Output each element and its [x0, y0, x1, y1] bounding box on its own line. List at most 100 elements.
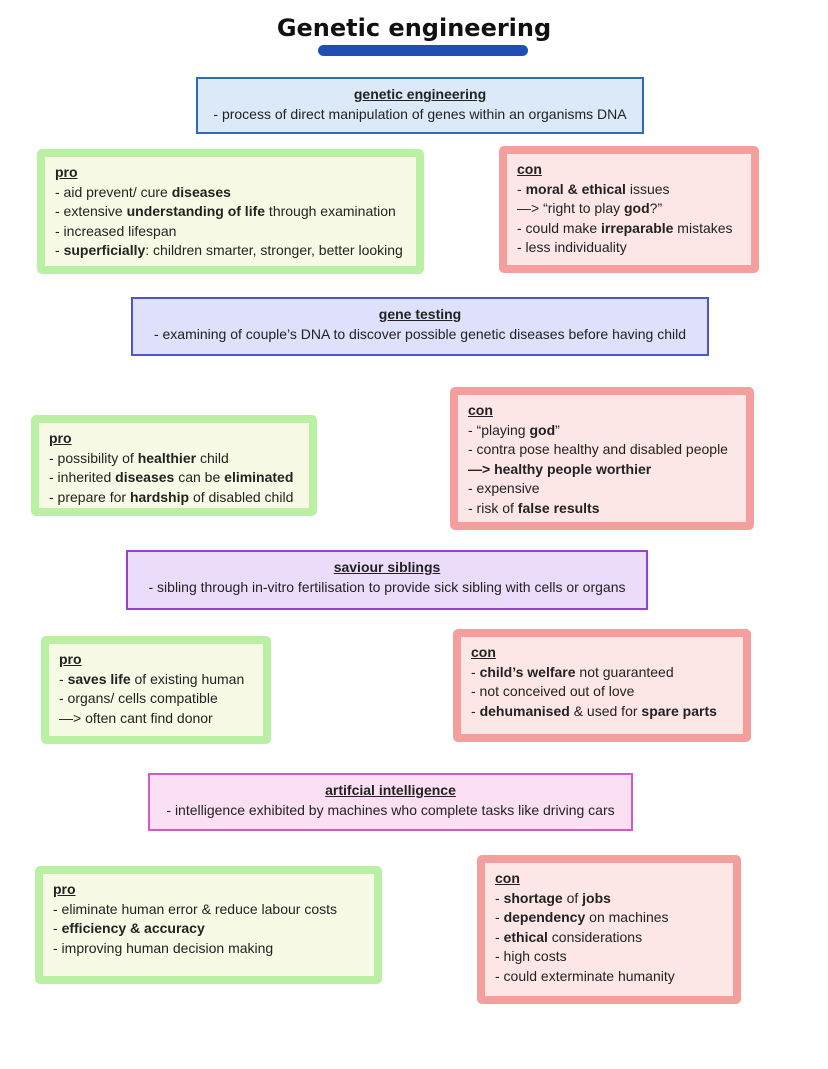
pro-heading: pro	[55, 164, 78, 180]
con-item-text: of	[562, 889, 583, 906]
definition-text: - intelligence exhibited by machines who…	[166, 801, 615, 818]
con-item-text: dependency	[503, 909, 586, 925]
con-item-text: moral & ethical	[525, 180, 626, 197]
pro-heading: pro	[59, 651, 82, 667]
pro-item-text: - possibility of	[49, 449, 138, 466]
con-item-text: - high costs	[495, 948, 567, 964]
pro-item-text: of disabled child	[189, 488, 294, 505]
pro-item-text: healthier	[137, 449, 197, 466]
con-item-text: irreparable	[601, 219, 674, 236]
con-item: - moral & ethical issues	[517, 180, 741, 200]
pro-item-text: —> often cant find donor	[59, 709, 213, 726]
page-title: Genetic engineering	[276, 14, 552, 42]
pro-item-text: can be	[174, 469, 225, 485]
definition-text: - process of direct manipulation of gene…	[213, 105, 627, 122]
con-item: - dependency on machines	[495, 908, 723, 928]
con-list: - shortage of jobs- dependency on machin…	[495, 889, 723, 987]
pro-box-genetic-engineering: pro - aid prevent/ cure diseases- extens…	[37, 149, 424, 274]
con-item-text: - less individuality	[517, 239, 627, 255]
con-item: - high costs	[495, 947, 723, 967]
con-item-text: —> “right to play	[517, 200, 624, 216]
con-item-text: ?”	[649, 200, 663, 216]
con-item-text: spare parts	[641, 702, 717, 719]
con-item-text: - expensive	[468, 480, 540, 496]
pro-item-text: - eliminate human error & reduce labour …	[53, 900, 338, 917]
con-item-text: - “playing	[468, 421, 530, 438]
definition-box-artificial-intelligence: artifcial intelligence - intelligence ex…	[148, 773, 633, 831]
pro-item: - eliminate human error & reduce labour …	[53, 900, 364, 920]
con-list: - child’s welfare not guaranteed - not co…	[471, 663, 733, 722]
con-item-text: jobs	[582, 889, 611, 906]
pro-item: - organs/ cells compatible	[59, 689, 253, 709]
con-item-text: -	[471, 663, 480, 680]
pro-list: - possibility of healthier child- inheri…	[49, 449, 299, 508]
con-item-text: & used for	[569, 702, 642, 719]
con-item: - contra pose healthy and disabled peopl…	[468, 440, 736, 460]
con-heading: con	[468, 402, 493, 418]
con-item-text: - not conceived out of love	[471, 683, 635, 699]
con-item-text: not guaranteed	[575, 663, 674, 680]
pro-item: - increased lifespan	[55, 222, 406, 242]
con-item: - shortage of jobs	[495, 889, 723, 909]
pro-item-text: - prepare for	[49, 488, 130, 505]
con-item-text: —> healthy people worthier	[468, 460, 652, 477]
pro-item: —> often cant find donor	[59, 709, 253, 729]
con-item-text: - contra pose healthy and disabled peopl…	[468, 441, 728, 457]
con-item: - could exterminate humanity	[495, 967, 723, 987]
con-item: - dehumanised & used for spare parts	[471, 702, 733, 722]
pro-list: - eliminate human error & reduce labour …	[53, 900, 364, 959]
pro-item-text: efficiency & accuracy	[61, 920, 205, 936]
pro-item: - inherited diseases can be eliminated	[49, 468, 299, 488]
con-item: - risk of false results	[468, 499, 736, 519]
pro-item-text: : children smarter, stronger, better loo…	[145, 242, 403, 258]
pro-item: - efficiency & accuracy	[53, 919, 364, 939]
con-item-text: false results	[517, 499, 600, 516]
con-item-text: dehumanised	[479, 702, 570, 719]
con-box-genetic-engineering: con - moral & ethical issues—> “right to…	[499, 146, 759, 273]
pro-list: - saves life of existing human- organs/ …	[59, 670, 253, 729]
con-item: —> “right to play god?”	[517, 199, 741, 219]
con-item-text: -	[495, 928, 504, 945]
con-item: - less individuality	[517, 238, 741, 258]
definition-box-genetic-engineering: genetic engineering - process of direct …	[196, 77, 644, 134]
definition-text: - examining of couple’s DNA to discover …	[153, 325, 687, 342]
pro-item-text: eliminated	[224, 469, 294, 485]
pro-item-text: hardship	[129, 488, 190, 505]
definition-heading: genetic engineering	[353, 86, 487, 102]
pro-heading: pro	[49, 430, 72, 446]
con-list: - “playing god”- contra pose healthy and…	[468, 421, 736, 519]
pro-item: - extensive understanding of life throug…	[55, 202, 406, 222]
pro-item-text: - improving human decision making	[53, 939, 274, 956]
con-item-text: - risk of	[468, 499, 518, 516]
con-heading: con	[471, 644, 496, 660]
pro-item-text: -	[59, 670, 68, 687]
pro-list: - aid prevent/ cure diseases- extensive …	[55, 183, 406, 261]
pro-item-text: understanding of life	[126, 203, 266, 219]
pro-heading: pro	[53, 881, 76, 897]
con-item-text: -	[495, 909, 504, 925]
con-box-gene-testing: con - “playing god”- contra pose healthy…	[450, 387, 754, 530]
con-item-text: -	[517, 180, 526, 197]
pro-item: - possibility of healthier child	[49, 449, 299, 469]
pro-box-artificial-intelligence: pro - eliminate human error & reduce lab…	[35, 866, 382, 984]
pro-item-text: child	[196, 449, 229, 466]
con-item-text: shortage	[503, 889, 563, 906]
pro-item-text: diseases	[115, 469, 175, 485]
pro-item: - aid prevent/ cure diseases	[55, 183, 406, 203]
con-item: - “playing god”	[468, 421, 736, 441]
con-item: - not conceived out of love	[471, 682, 733, 702]
pro-item-text: - aid prevent/ cure	[55, 183, 172, 200]
definition-heading: gene testing	[378, 306, 462, 322]
pro-item-text: -	[53, 920, 62, 936]
con-item: - expensive	[468, 479, 736, 499]
title-underline	[318, 45, 528, 56]
con-item-text: god	[624, 200, 650, 216]
con-box-artificial-intelligence: con - shortage of jobs- dependency on ma…	[477, 855, 741, 1004]
con-list: - moral & ethical issues—> “right to pla…	[517, 180, 741, 258]
con-item-text: child’s welfare	[479, 663, 576, 680]
pro-item: - prepare for hardship of disabled child	[49, 488, 299, 508]
pro-item-text: - extensive	[55, 203, 127, 219]
definition-heading: saviour siblings	[333, 559, 441, 575]
pro-item-text: of existing human	[130, 670, 245, 687]
pro-item-text: diseases	[171, 183, 231, 200]
